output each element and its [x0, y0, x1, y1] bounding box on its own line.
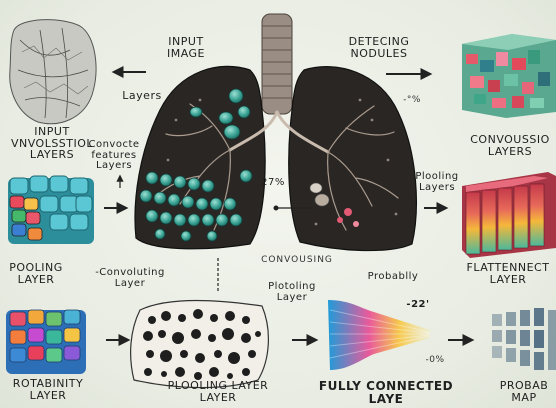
- label-prob-map: PROBAB MAP: [492, 380, 556, 403]
- label-percent-fc2: -0%: [418, 356, 452, 365]
- label-pooling-layer: POOLING LAYER: [0, 262, 72, 285]
- label-convoluting-layer: -Convoluting Layer: [88, 268, 172, 289]
- input-scan-image: [10, 20, 96, 124]
- label-rotability-layer: ROTABINITY LAYER: [0, 378, 96, 401]
- label-fully-connected: FULLY CONNECTED LAYE: [316, 380, 456, 405]
- convolution-cube-graphic: [462, 34, 556, 118]
- label-percent-top: -°%: [392, 96, 432, 105]
- label-plooling-layer-bottom: PLOOLING LAYER LAYER: [150, 380, 286, 403]
- label-convo-features: Convocte features Layers: [82, 140, 146, 172]
- fully-connected-fan: [328, 300, 430, 370]
- label-probability: Probablly: [362, 272, 424, 283]
- label-plooling-layers-right: Plooling Layers: [410, 172, 464, 193]
- label-flattened-layer: FLATTENNECT LAYER: [460, 262, 556, 285]
- rotability-cubes: [6, 310, 86, 374]
- label-plotoling-layer: Plotoling Layer: [262, 282, 322, 303]
- label-convousing: CONVOUSING: [252, 256, 342, 265]
- label-percent-fc: -22': [398, 300, 438, 311]
- input-conv-cubes: [8, 176, 94, 244]
- label-detecting-nodules: DETECING NODULES: [324, 36, 434, 59]
- flatten-layer-graphic: [462, 172, 556, 258]
- label-input-image: INPUT IMAGE: [156, 36, 216, 59]
- label-convoussio-layers: CONVOUSSIO LAYERS: [464, 134, 556, 157]
- pointer-dot: [274, 206, 279, 211]
- pooling-sheet-graphic: [131, 301, 269, 388]
- probability-map-grid: [492, 308, 556, 370]
- label-layers: Layers: [112, 90, 172, 102]
- label-percent-mid: 27%: [258, 178, 288, 189]
